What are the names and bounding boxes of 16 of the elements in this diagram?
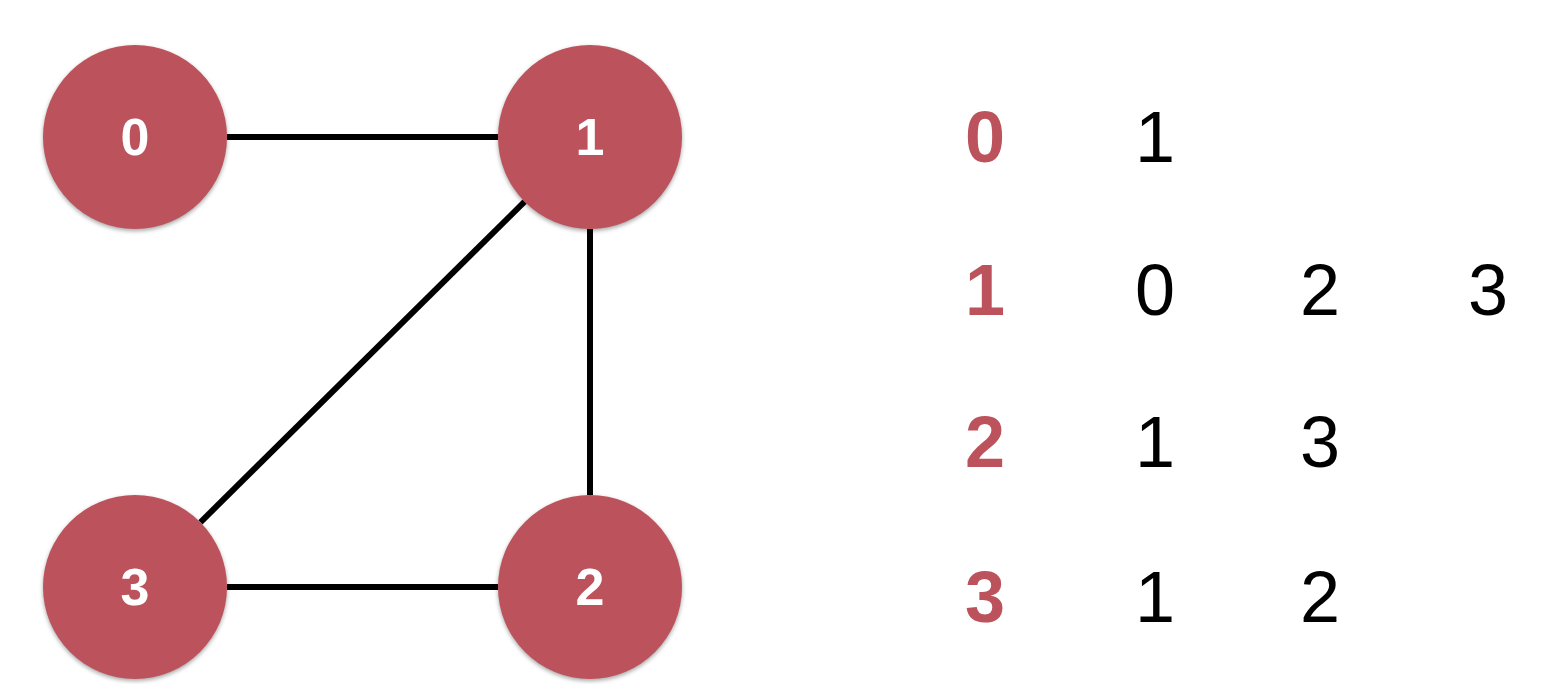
neighbor-label: 3 (1300, 406, 1340, 478)
neighbor-label: 0 (1135, 254, 1175, 326)
neighbor-label: 2 (1300, 561, 1340, 633)
neighbor-label: 2 (1300, 254, 1340, 326)
neighbor-label: 1 (1135, 406, 1175, 478)
vertex-label: 3 (965, 561, 1005, 633)
edge-line (227, 584, 498, 590)
neighbor-label: 1 (1135, 101, 1175, 173)
edge-line (227, 134, 498, 140)
edge-line (198, 199, 527, 525)
edge-line (587, 229, 593, 495)
vertex-label: 2 (965, 406, 1005, 478)
vertex-label: 1 (965, 254, 1005, 326)
neighbor-label: 3 (1468, 254, 1508, 326)
vertex-label: 0 (965, 101, 1005, 173)
neighbor-label: 1 (1135, 561, 1175, 633)
